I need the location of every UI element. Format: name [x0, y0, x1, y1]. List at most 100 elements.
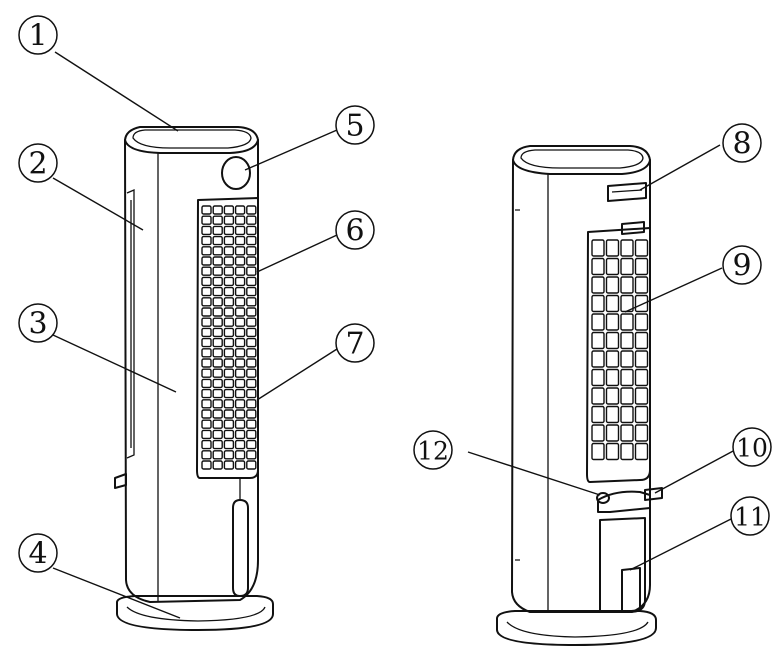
grille-cell	[591, 294, 605, 313]
grille-cell	[591, 424, 605, 442]
grille-cell	[605, 313, 620, 331]
grille-cell	[246, 256, 257, 266]
grille-cell	[246, 235, 257, 246]
grille-cell	[201, 419, 212, 429]
grille-cell	[634, 294, 649, 313]
callout-3: 3	[18, 303, 58, 343]
grille-cell	[246, 378, 257, 389]
grille-cell	[246, 358, 257, 368]
grille-cell	[634, 368, 649, 387]
grille-cell	[620, 313, 634, 331]
grille-cell	[634, 405, 649, 424]
grille-cell	[212, 337, 223, 348]
grille-cell	[212, 266, 223, 276]
grille-cell	[234, 378, 246, 389]
grille-cell	[234, 235, 246, 246]
grille-cell	[591, 387, 605, 405]
grille-cell	[246, 225, 257, 236]
grille-cell	[234, 327, 246, 338]
grille-cell	[223, 235, 235, 246]
grille-cell	[234, 348, 246, 358]
grille-cell	[591, 368, 605, 387]
grille-cell	[605, 387, 620, 405]
grille-cell	[212, 286, 223, 297]
grille-cell	[212, 460, 223, 470]
grille-cell	[201, 327, 212, 338]
grille-cell	[201, 225, 212, 236]
grille-cell	[212, 368, 223, 378]
grille-cell	[634, 387, 649, 405]
grille-cell	[201, 307, 212, 317]
grille-cell	[591, 257, 605, 276]
callout-label-11: 11	[734, 503, 766, 532]
callout-6: 6	[335, 210, 375, 250]
grille-cell	[605, 424, 620, 442]
grille-cell	[212, 388, 223, 399]
grille-cell	[234, 225, 246, 236]
grille-cell	[223, 327, 235, 338]
grille-cell	[634, 424, 649, 442]
grille-cell	[223, 246, 235, 256]
grille-cell	[212, 246, 223, 256]
grille-cell	[620, 331, 634, 350]
callout-label-7: 7	[345, 327, 364, 362]
grille-cell	[223, 348, 235, 358]
back-unit	[496, 145, 663, 646]
callout-12: 12	[413, 430, 453, 470]
grille-cell	[201, 460, 212, 470]
grille-cell	[212, 327, 223, 338]
grille-cell	[223, 439, 235, 450]
grille-cell	[234, 297, 246, 307]
grille-cell	[201, 246, 212, 256]
grille-cell	[223, 286, 235, 297]
leader-lines	[52, 51, 736, 619]
grille-cell	[620, 442, 634, 461]
grille-cell	[591, 313, 605, 331]
grille-cell	[634, 276, 649, 294]
grille-cell	[234, 368, 246, 378]
grille-cell	[201, 378, 212, 389]
grille-cell	[223, 358, 235, 368]
grille-cell	[246, 297, 257, 307]
grille-cell	[212, 450, 223, 460]
grille-cell	[634, 331, 649, 350]
grille-cell	[223, 266, 235, 276]
grille-cell	[201, 235, 212, 246]
callout-label-1: 1	[28, 19, 47, 54]
grille-cell	[605, 331, 620, 350]
grille-cell	[246, 337, 257, 348]
grille-cell	[246, 276, 257, 287]
callout-10: 10	[732, 427, 772, 467]
grille-cell	[605, 442, 620, 461]
grille-cell	[246, 450, 257, 460]
grille-cell	[234, 317, 246, 327]
grille-cell	[620, 350, 634, 368]
grille-cell	[234, 358, 246, 368]
grille-cell	[212, 378, 223, 389]
grille-cell	[223, 297, 235, 307]
grille-cell	[201, 348, 212, 358]
grille-cell	[201, 256, 212, 266]
grille-cell	[212, 409, 223, 419]
grille-cell	[201, 388, 212, 399]
grille-cell	[591, 276, 605, 294]
grille-cell	[223, 337, 235, 348]
grille-cell	[634, 257, 649, 276]
front-unit	[114, 126, 274, 631]
grille-cell	[212, 399, 223, 409]
grille-cell	[234, 439, 246, 450]
grille-cell	[223, 317, 235, 327]
grille-cell	[620, 368, 634, 387]
grille-cell	[234, 307, 246, 317]
grille-cell	[234, 460, 246, 470]
grille-cell	[212, 429, 223, 440]
grille-cell	[201, 429, 212, 440]
callouts: 1 2 3 4 5 6 7 8	[18, 15, 772, 573]
grille-cell	[234, 450, 246, 460]
grille-cell	[246, 419, 257, 429]
grille-cell	[246, 266, 257, 276]
grille-cell	[223, 368, 235, 378]
grille-cell	[605, 368, 620, 387]
grille-cell	[234, 337, 246, 348]
grille-cell	[246, 368, 257, 378]
